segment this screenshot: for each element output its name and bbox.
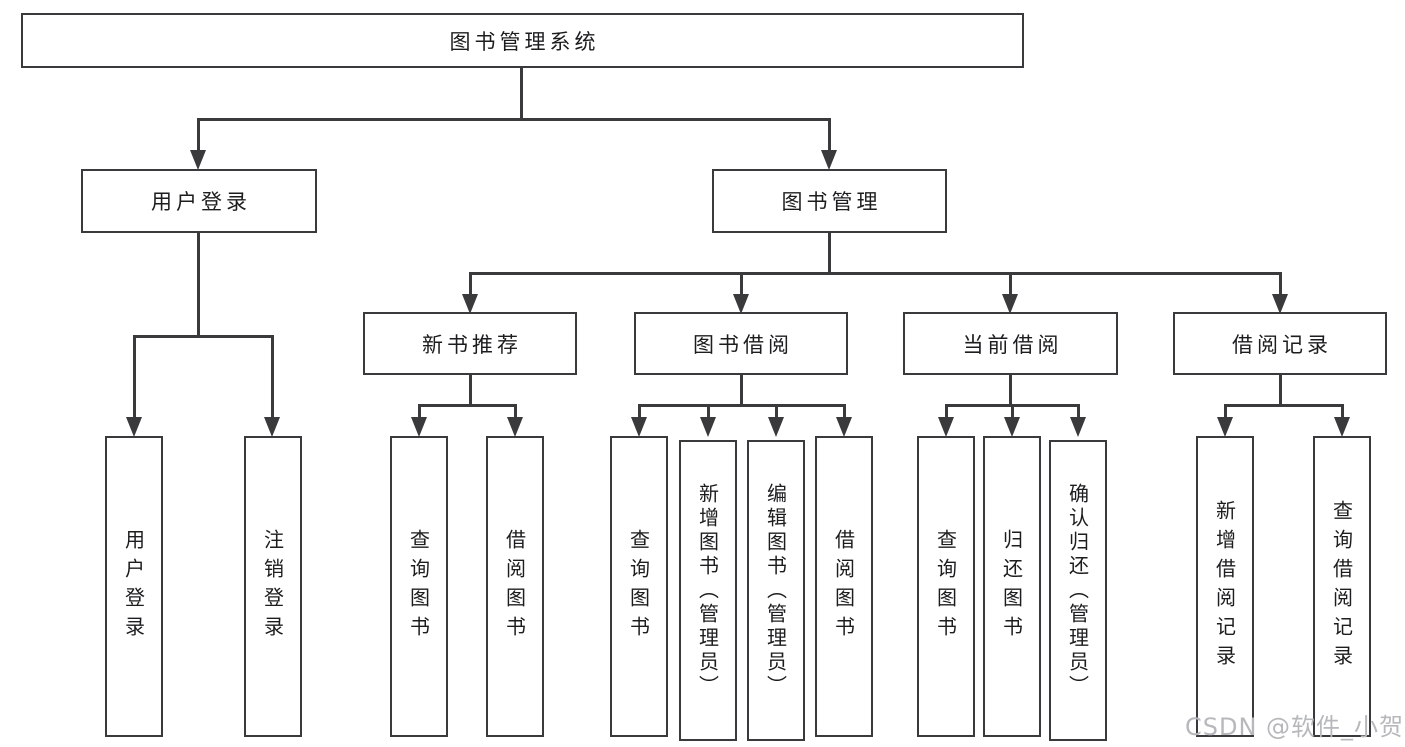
leaf-logout: 注销登录 [244, 436, 302, 737]
connector-line [197, 233, 200, 337]
node-current-borrow: 当前借阅 [903, 312, 1118, 375]
leaf-cb-query-book: 查询图书 [917, 436, 975, 737]
arrow-down [1002, 294, 1018, 314]
leaf-bb-add-book: 新增图书（管理员） [679, 440, 737, 741]
node-user-login: 用户登录 [81, 169, 317, 233]
connector-line [1224, 404, 1227, 420]
leaf-br-query-record: 查询借阅记录 [1313, 436, 1371, 737]
leaf-cb-return-book: 归还图书 [983, 436, 1041, 737]
connector-line [1341, 404, 1344, 420]
connector-line [418, 404, 516, 407]
connector-line [1279, 375, 1282, 406]
arrow-down [700, 417, 716, 437]
arrow-down [768, 417, 784, 437]
connector-line [1279, 272, 1282, 298]
connector-line [740, 375, 743, 406]
connector-line [1009, 272, 1012, 298]
leaf-cb-confirm-return: 确认归还（管理员） [1049, 440, 1107, 741]
leaf-nb-borrow-book: 借阅图书 [486, 436, 544, 737]
connector-line [197, 118, 200, 153]
arrow-down [190, 150, 206, 170]
connector-line [271, 335, 274, 420]
connector-line [520, 68, 523, 119]
arrow-down [733, 294, 749, 314]
node-borrow-record: 借阅记录 [1173, 312, 1387, 375]
node-book-management: 图书管理 [712, 169, 947, 233]
watermark-text: CSDN @软件_小贺同学 [1185, 713, 1405, 741]
connector-line [133, 335, 274, 338]
connector-line [945, 404, 948, 420]
connector-line [514, 404, 517, 420]
connector-line [469, 375, 472, 406]
arrow-down [836, 417, 852, 437]
connector-line [1009, 375, 1012, 406]
arrow-down [821, 150, 837, 170]
arrow-down [411, 417, 427, 437]
leaf-nb-query-book: 查询图书 [390, 436, 448, 737]
connector-line [1011, 404, 1014, 420]
arrow-down [264, 417, 280, 437]
connector-line [133, 335, 136, 420]
connector-line [1077, 404, 1080, 420]
connector-line [469, 272, 1282, 275]
connector-line [197, 118, 831, 121]
connector-line [1224, 404, 1343, 407]
connector-line [828, 118, 831, 153]
connector-line [418, 404, 421, 420]
arrow-down [1334, 417, 1350, 437]
arrow-down [1070, 417, 1086, 437]
connector-line [638, 404, 845, 407]
leaf-user-login: 用户登录 [105, 436, 163, 737]
node-root: 图书管理系统 [21, 13, 1024, 68]
arrow-down [126, 417, 142, 437]
arrow-down [631, 417, 647, 437]
arrow-down [1272, 294, 1288, 314]
connector-line [638, 404, 641, 420]
leaf-bb-borrow-book: 借阅图书 [815, 436, 873, 737]
connector-line [740, 272, 743, 298]
leaf-br-add-record: 新增借阅记录 [1196, 436, 1254, 737]
node-new-book-recommend: 新书推荐 [363, 312, 577, 375]
arrow-down [938, 417, 954, 437]
leaf-bb-edit-book: 编辑图书（管理员） [747, 440, 805, 741]
node-book-borrow: 图书借阅 [634, 312, 848, 375]
connector-line [775, 404, 778, 420]
arrow-down [462, 294, 478, 314]
leaf-bb-query-book: 查询图书 [610, 436, 668, 737]
arrow-down [1217, 417, 1233, 437]
arrow-down [507, 417, 523, 437]
connector-line [469, 272, 472, 298]
arrow-down [1004, 417, 1020, 437]
connector-line [828, 233, 831, 274]
connector-line [843, 404, 846, 420]
connector-line [707, 404, 710, 420]
